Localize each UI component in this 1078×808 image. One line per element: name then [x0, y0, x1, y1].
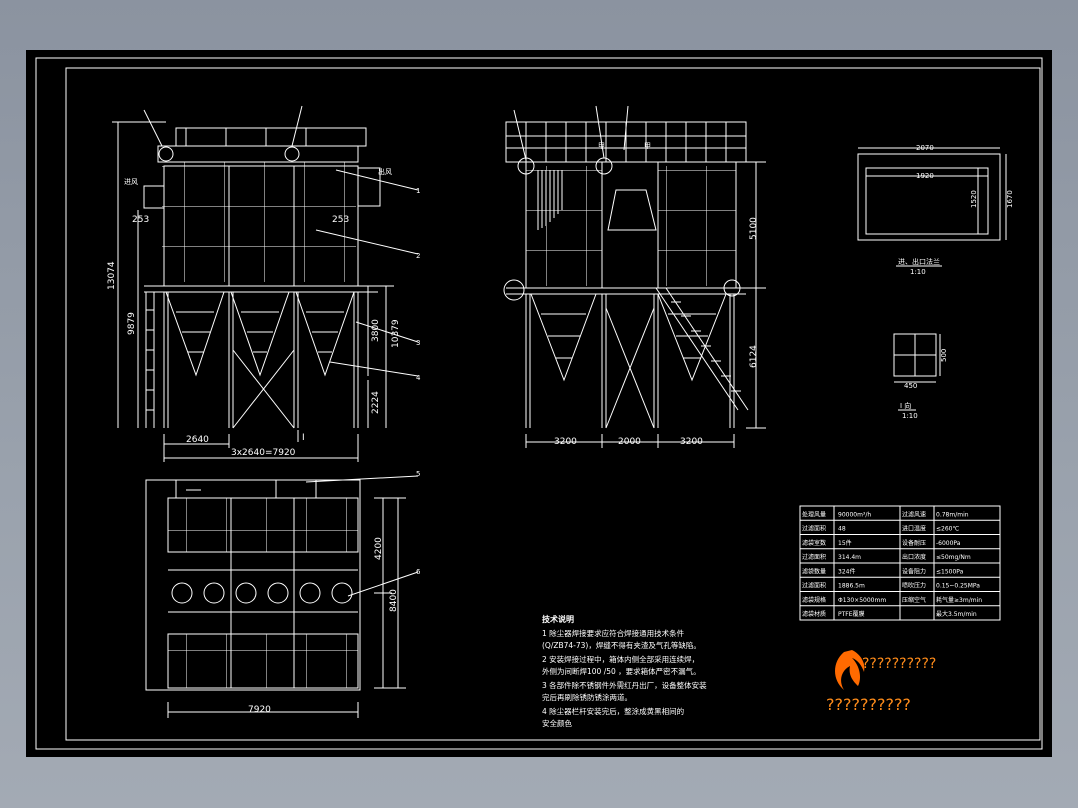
side-view-labels: 5100 6124 3200 2000 3200 甲 甲	[554, 142, 759, 447]
note-line: 3 各部件除不锈钢件外需红丹出厂，设备整体安装	[542, 680, 707, 690]
dim-i-w: 450	[904, 382, 917, 390]
section-mark: I	[302, 433, 305, 443]
notes-title: 技术说明	[542, 614, 574, 624]
flange-scale: 1:10	[910, 268, 926, 276]
dim-bay-2: 2000	[618, 437, 641, 447]
outer-frame	[35, 57, 1043, 750]
callout-3: 3	[416, 339, 420, 347]
logo-subtext: ??????????	[826, 695, 911, 714]
flange-caption: 进、出口法兰	[898, 257, 940, 266]
table-cell: 0.15~0.25MPa	[936, 583, 980, 590]
table-cell: -6000Pa	[936, 540, 961, 547]
note-line: 1 除尘器焊接要求应符合焊接通用技术条件	[542, 628, 685, 638]
spec-table-text: 处理风量 90000m³/h 过滤风速 0.78m/min 过滤面积 48 进口温度 ≤260…	[802, 510, 982, 618]
detail-flange	[857, 147, 1007, 267]
label-b: 甲	[644, 142, 651, 150]
label-a: 甲	[598, 142, 605, 150]
dim-bay-1: 3200	[554, 437, 577, 447]
table-cell: 设备阻力	[902, 567, 926, 575]
table-cell: 喷吹压力	[902, 582, 926, 590]
technical-notes: 技术说明 1 除尘器焊接要求应符合焊接通用技术条件 (Q/ZB74-73)，焊缝…	[542, 614, 707, 728]
detail-i-labels: 500 450 I 向 1:10	[900, 349, 948, 420]
dim-inner-h: 1520	[970, 190, 978, 208]
dim-plan-width: 7920	[248, 705, 271, 715]
note-line: 完后再刷除锈防锈涂两道。	[542, 692, 632, 702]
table-cell: ≤260℃	[936, 526, 959, 533]
cad-drawing: 进风 出风 13074 9879 10379 3800 2224 253 253…	[35, 57, 1043, 750]
note-line: 外侧为间断焊100 /50 ，要求箱体严密不漏气。	[542, 666, 701, 676]
dim-outer-h: 1670	[1006, 190, 1014, 208]
front-view-labels: 进风 出风 13074 9879 10379 3800 2224 253 253…	[107, 167, 421, 458]
callout-6: 6	[416, 568, 421, 576]
table-cell: 处理风量	[802, 510, 826, 518]
detail-flange-labels: 2070 1920 1520 1670 进、出口法兰 1:10	[898, 144, 1014, 276]
note-line: 安全颜色	[542, 718, 572, 728]
dim-right-height: 10379	[391, 319, 401, 348]
callout-4: 4	[416, 374, 421, 382]
logo-text: ??????????	[862, 656, 936, 672]
table-cell: 90000m³/h	[838, 511, 871, 518]
table-cell: 出口浓度	[902, 553, 926, 561]
plan-view-labels: 4200 8400 7920 5 6	[248, 470, 421, 715]
table-cell: PTFE覆膜	[838, 610, 865, 618]
i-caption: I 向	[900, 401, 911, 410]
table-cell: 压缩空气	[902, 596, 926, 604]
callout-5: 5	[416, 470, 420, 478]
dim-total-width: 3x2640=7920	[231, 448, 296, 458]
dim-support-height: 9879	[127, 312, 137, 335]
table-cell: 0.78m/min	[936, 511, 969, 518]
table-cell: 滤袋室数	[802, 539, 826, 547]
dim-bay-3: 3200	[680, 437, 703, 447]
note-line: 4 除尘器栏杆安装完后，整涂成黄黑相间的	[542, 706, 684, 716]
dim-bay: 2640	[186, 435, 209, 445]
dim-lower: 6124	[749, 345, 759, 368]
table-cell: 过滤风速	[902, 510, 926, 518]
dim-plan-half: 4200	[374, 537, 384, 560]
table-cell: 1886.5m	[838, 583, 865, 590]
dim-outer-w: 2070	[916, 144, 934, 152]
outlet-label: 出风	[378, 167, 392, 176]
table-cell: 过滤面积	[802, 553, 826, 561]
table-cell: 过滤面积	[802, 525, 826, 533]
dim-i-h: 500	[940, 349, 948, 362]
dim-leg: 2224	[371, 391, 381, 414]
table-cell: 滤袋规格	[802, 596, 826, 604]
table-cell: 48	[838, 526, 846, 533]
table-cell: 过滤面积	[802, 582, 826, 590]
callout-1: 1	[416, 187, 420, 195]
table-cell: 324件	[838, 567, 855, 575]
table-cell: 滤袋材质	[802, 610, 826, 618]
table-cell: 进口温度	[902, 525, 926, 533]
table-cell: 设备耐压	[902, 539, 926, 547]
inner-frame	[65, 67, 1041, 741]
table-cell: Φ130×5000mm	[838, 597, 886, 604]
dim-plan-total: 8400	[389, 589, 399, 612]
front-view	[112, 105, 419, 462]
table-cell: 耗气量≥3m/min	[936, 596, 982, 604]
table-cell: 15件	[838, 539, 852, 547]
table-cell: 滤袋数量	[802, 567, 826, 575]
company-logo: ?????????? ??????????	[826, 650, 936, 714]
dim-253-right: 253	[332, 215, 349, 225]
table-cell: ≤50mg/Nm	[936, 554, 971, 561]
i-scale: 1:10	[902, 412, 918, 420]
dim-hopper: 3800	[371, 319, 381, 342]
dim-inner-w: 1920	[916, 172, 934, 180]
spec-table	[799, 505, 1001, 621]
table-cell: ≤1500Pa	[936, 568, 964, 575]
table-cell: 314.4m	[838, 554, 861, 561]
plan-view	[145, 475, 419, 718]
note-line: (Q/ZB74-73)，焊缝不得有夹渣及气孔等缺陷。	[542, 640, 701, 650]
dim-total-height: 13074	[107, 261, 117, 290]
dim-upper: 5100	[749, 217, 759, 240]
flame-icon	[835, 650, 865, 690]
drawing-canvas: 进风 出风 13074 9879 10379 3800 2224 253 253…	[26, 50, 1052, 757]
note-line: 2 安装焊接过程中，箱体内侧全部采用连续焊，	[542, 654, 699, 664]
table-cell: 最大3.5m/min	[936, 610, 977, 618]
callout-2: 2	[416, 252, 420, 260]
inlet-label: 进风	[124, 178, 138, 186]
detail-i-view	[893, 333, 941, 411]
dim-253-left: 253	[132, 215, 149, 225]
side-view	[503, 105, 766, 448]
